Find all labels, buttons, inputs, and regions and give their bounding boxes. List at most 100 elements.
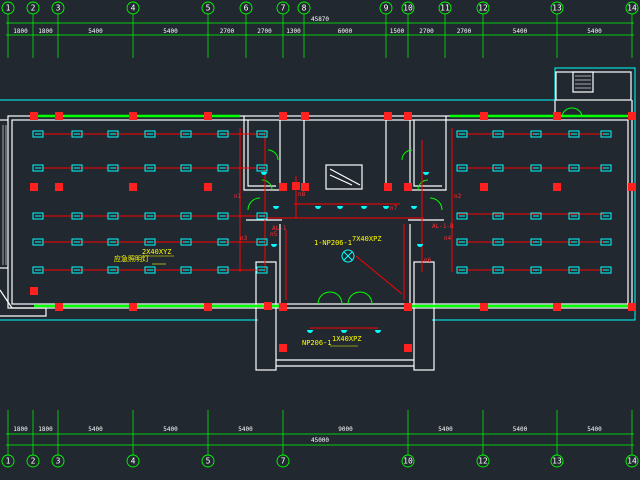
axis-label: 2 [31, 4, 36, 13]
axis-label: 5 [206, 457, 211, 466]
fluorescent-fixture [180, 266, 192, 274]
axis-label: 6 [244, 4, 249, 13]
circuit-label-al: AL-1 [272, 225, 287, 232]
fluorescent-fixture [217, 238, 229, 246]
fluorescent-fixture [217, 212, 229, 220]
fluorescent-fixture [144, 130, 156, 138]
axis-bubble [550, 1, 564, 15]
fluorescent-fixture [107, 212, 119, 220]
fluorescent-fixture [456, 238, 468, 246]
fluorescent-fixture [530, 130, 542, 138]
dimension-segment: 2700 [419, 28, 434, 35]
column [553, 303, 561, 311]
fixture-label-bottom: 1X40XPZ [332, 335, 362, 343]
dimension-segment: 1800 [38, 28, 53, 35]
fluorescent-fixture [71, 238, 83, 246]
panel-label-center: 1-NP206-1 [314, 239, 352, 247]
axis-bubble [51, 454, 65, 468]
axis-label: 10 [403, 4, 413, 13]
axis-label: 10 [403, 457, 413, 466]
column [301, 183, 309, 191]
column [404, 344, 412, 352]
circuit-tag: n4 [444, 235, 452, 242]
fluorescent-fixture [568, 212, 580, 220]
fluorescent-fixture [32, 130, 44, 138]
column [30, 183, 38, 191]
structural-columns [30, 112, 636, 352]
column [204, 183, 212, 191]
dimension-segment: 5400 [438, 426, 453, 433]
circuit-tag: n3 [240, 235, 248, 242]
ceiling-lamp [337, 206, 343, 209]
fluorescent-fixture [256, 266, 268, 274]
axis-label: 9 [384, 4, 389, 13]
ceiling-lamp [273, 206, 279, 209]
fixture-label-center: 7X40XPZ [352, 235, 382, 243]
axis-bubble [26, 454, 40, 468]
dimension-segment: 5400 [88, 28, 103, 35]
top-dimension-lines [6, 22, 634, 36]
fluorescent-fixture [144, 238, 156, 246]
fluorescent-fixture [568, 266, 580, 274]
column [301, 112, 309, 120]
axis-bubble [379, 1, 393, 15]
ceiling-lamp [271, 244, 277, 247]
axis-bubble [401, 454, 415, 468]
column [55, 183, 63, 191]
dimension-segment: 5400 [163, 426, 178, 433]
fluorescent-fixture [71, 130, 83, 138]
axis-label: 1 [6, 4, 11, 13]
column [404, 183, 412, 191]
dimension-segment: 6000 [338, 28, 353, 35]
panel-label-bottom: NP206-1 [302, 339, 332, 347]
column [55, 303, 63, 311]
fluorescent-fixture [256, 238, 268, 246]
axis-label: 7 [281, 457, 286, 466]
fluorescent-fixture [217, 164, 229, 172]
axis-label: 11 [440, 4, 450, 13]
ceiling-lamp [315, 206, 321, 209]
ceiling-lamp [411, 206, 417, 209]
fluorescent-fixture [180, 130, 192, 138]
annotations: 2X40XYZ 应急照明灯 7X40XPZ 1-NP206-1 1X40XPZ … [114, 223, 454, 347]
column [279, 303, 287, 311]
fluorescent-fixture [107, 130, 119, 138]
column [129, 303, 137, 311]
column [204, 112, 212, 120]
circuit-tag: n1 [234, 193, 242, 200]
fluorescent-fixture [256, 212, 268, 220]
axis-label: 12 [478, 457, 488, 466]
circuit-tag: n7 [390, 205, 398, 212]
axis-bubble [26, 1, 40, 15]
dimension-segment: 1800 [38, 426, 53, 433]
axis-bubble [126, 454, 140, 468]
column [129, 183, 137, 191]
fluorescent-fixture [530, 212, 542, 220]
fluorescent-fixture [456, 212, 468, 220]
fluorescent-fixture [144, 266, 156, 274]
column [628, 183, 636, 191]
bottom-dimension-lines [6, 433, 634, 446]
axis-bubble [476, 454, 490, 468]
axis-label: 14 [627, 4, 637, 13]
column [279, 112, 287, 120]
axis-label: 5 [206, 4, 211, 13]
fixture-label-left: 2X40XYZ [142, 248, 172, 256]
axis-label: 13 [552, 4, 562, 13]
fluorescent-fixture [456, 266, 468, 274]
column [292, 182, 300, 190]
ceiling-lamp [341, 330, 347, 333]
building-outline [0, 67, 636, 321]
ceiling-lamp [417, 244, 423, 247]
axis-bubble [276, 454, 290, 468]
fluorescent-fixture [32, 164, 44, 172]
column [279, 344, 287, 352]
emergency-label-left: 应急照明灯 [114, 254, 149, 263]
bottom-overall-dimension: 45000 [311, 437, 329, 444]
ceiling-lamp [383, 206, 389, 209]
axis-bubble [550, 454, 564, 468]
top-overall-dimension: 45870 [311, 16, 329, 23]
fluorescent-fixture [456, 164, 468, 172]
